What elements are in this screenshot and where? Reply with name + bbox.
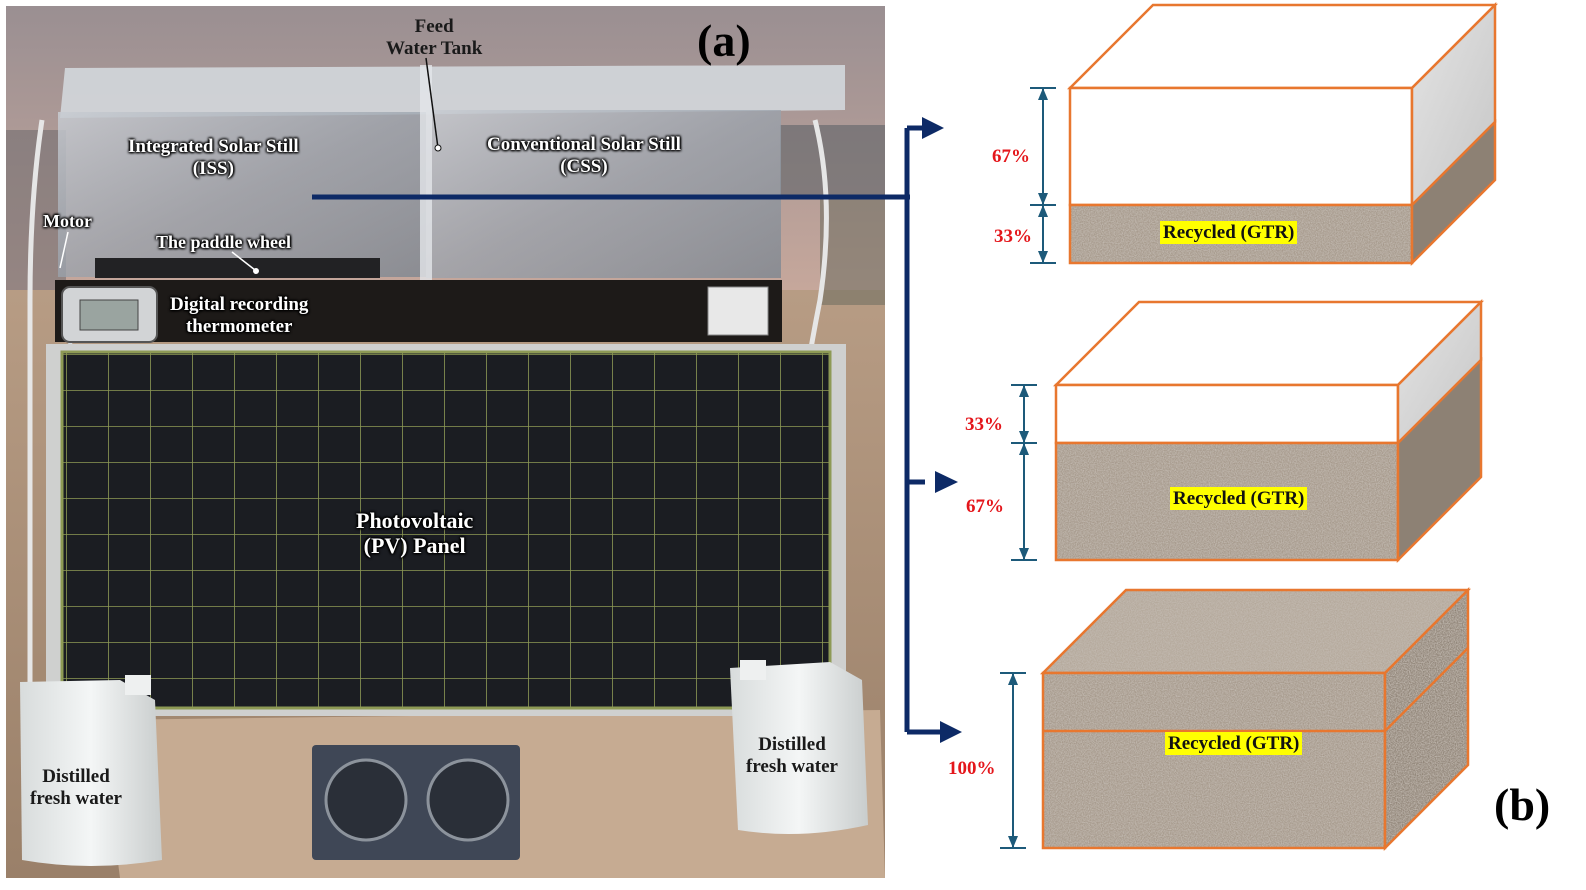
iss-label-line-2: (ISS) <box>192 157 234 179</box>
box-2-top-percent: 33% <box>965 414 1003 435</box>
paddle-wheel-pointer-dot <box>253 268 259 274</box>
config-box-1 <box>1030 1 1499 267</box>
feed-water-tank-label-line-1: Feed <box>414 16 454 37</box>
box-2-dim-arrow <box>1019 443 1029 455</box>
box-1-top-percent: 67% <box>992 146 1030 167</box>
box-2-front-empty <box>1054 383 1400 445</box>
box-3-side-edge <box>1383 586 1470 852</box>
pv-panel-label-line-2: (PV) Panel <box>363 533 466 559</box>
iss-label-line-1: Integrated Solar Still <box>128 136 299 157</box>
box-1-dim-arrow <box>1038 251 1048 263</box>
box-2-bottom-percent: 67% <box>966 496 1004 517</box>
box-2-dim-arrow <box>1019 431 1029 443</box>
fan-right <box>426 758 510 842</box>
thermometer-label: Digital recording thermometer <box>170 294 308 338</box>
feed-tank-pointer <box>425 57 439 149</box>
arrow-heads <box>922 117 962 743</box>
pv-panel-label-line-1: Photovoltaic <box>356 508 474 533</box>
distilled-left-label: Distilled fresh water <box>30 766 122 810</box>
distilled-right-label-line-1: Distilled <box>758 734 826 755</box>
box-3-side-layer-line <box>1384 647 1469 732</box>
distilled-right-label-line-2: fresh water <box>746 755 838 777</box>
box-2-dim-arrow <box>1019 548 1029 560</box>
feed-water-tank-label: Feed Water Tank <box>386 16 482 60</box>
paddle-wheel-base <box>95 258 380 278</box>
box-3-gtr-label: Recycled (GTR) <box>1165 732 1303 755</box>
css-glass-enclosure <box>426 110 781 278</box>
fan-left <box>324 758 408 842</box>
thermometer-display <box>79 299 139 331</box>
distilled-left-label-line-2: fresh water <box>30 787 122 809</box>
left-distilled-jug <box>20 680 162 866</box>
box-1-front-empty <box>1068 86 1414 207</box>
box-3-dimension <box>1000 672 1026 849</box>
box-1-dimension <box>1030 87 1056 264</box>
css-label-line-1: Conventional Solar Still <box>487 134 681 155</box>
box-2-dim-arrow <box>1019 385 1029 397</box>
box-1-dim-arrow <box>1038 193 1048 205</box>
motor-label: Motor <box>43 211 92 231</box>
box-2-dimension <box>1011 384 1037 561</box>
feed-water-tank <box>420 65 432 280</box>
left-water-pipe <box>27 119 45 700</box>
junction-box <box>707 286 769 336</box>
photo-panel <box>6 6 885 878</box>
box-3-total-percent: 100% <box>948 758 996 779</box>
panel-b-letter: (b) <box>1494 779 1551 830</box>
paddle-wheel-pointer <box>231 251 256 271</box>
connector-arrows <box>312 125 940 735</box>
box-3-side-texture <box>1385 590 1468 848</box>
config-box-3 <box>1000 586 1472 852</box>
control-board <box>55 280 782 342</box>
distilled-left-label-line-1: Distilled <box>42 766 110 787</box>
arrow-head-1 <box>922 117 944 139</box>
motor-pointer <box>59 231 69 269</box>
box-2-gtr-label: Recycled (GTR) <box>1170 487 1308 510</box>
thermometer-label-line-2: thermometer <box>185 315 293 337</box>
box-1-dim-arrow <box>1038 88 1048 100</box>
css-label-line-2: (CSS) <box>560 155 608 177</box>
pv-panel-label: Photovoltaic (PV) Panel <box>356 508 473 559</box>
box-3-front-gtr-texture <box>1043 673 1385 848</box>
left-jug-cap <box>125 675 151 695</box>
box-3-top-texture <box>1043 590 1468 673</box>
box-2-side-gtr <box>1396 356 1483 564</box>
background-structure <box>780 125 885 195</box>
still-glass-top <box>60 65 845 118</box>
paddle-wheel-label: The paddle wheel <box>156 232 292 252</box>
arrow-head-3 <box>940 721 962 743</box>
right-jug-cap <box>740 660 766 680</box>
distilled-right-label: Distilled fresh water <box>746 734 838 778</box>
box-3-dim-arrow <box>1008 673 1018 685</box>
iss-label: Integrated Solar Still (ISS) <box>128 136 299 180</box>
panel-a-letter: (a) <box>697 15 751 66</box>
pv-panel-cells <box>60 350 832 710</box>
background-trees <box>820 195 885 305</box>
box-1-side-gtr <box>1410 118 1497 267</box>
config-box-2 <box>1011 298 1485 564</box>
thermometer-label-line-1: Digital recording <box>170 294 309 315</box>
box-1-bottom-percent: 33% <box>994 226 1032 247</box>
box-1-dim-arrow <box>1038 205 1048 217</box>
box-1-gtr-label: Recycled (GTR) <box>1160 221 1298 244</box>
right-distilled-jug <box>730 662 868 834</box>
box-3-dim-arrow <box>1008 836 1018 848</box>
feed-tank-pointer-dot <box>434 144 442 152</box>
feed-water-tank-label-line-2: Water Tank <box>386 37 483 59</box>
arrow-head-2 <box>935 471 958 493</box>
css-label: Conventional Solar Still (CSS) <box>487 134 681 178</box>
